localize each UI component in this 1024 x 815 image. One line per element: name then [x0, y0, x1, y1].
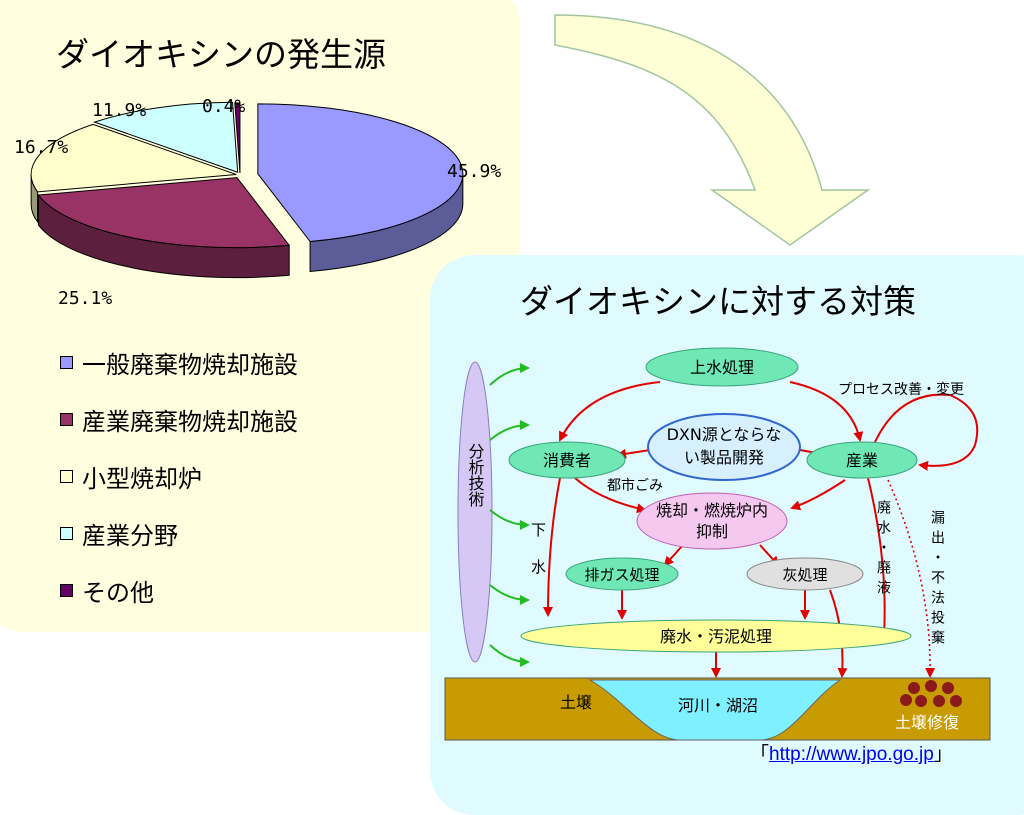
- industry-node: [806, 441, 918, 479]
- process-change-label: プロセス改善・変更: [838, 381, 964, 398]
- pie-label-1: 45.9%: [447, 161, 502, 182]
- water-treatment-node: [645, 347, 799, 387]
- pie-slice: [92, 101, 239, 173]
- wastewater-sludge-label: 廃水・汚泥処理: [660, 627, 772, 646]
- green-arrows: [489, 363, 530, 667]
- dxn-dev-line1: DXN源とならな: [667, 425, 782, 444]
- pie-label-5: 0.4%: [202, 96, 246, 117]
- incineration-node: [636, 492, 788, 550]
- countermeasures-title: ダイオキシンに対する対策: [520, 282, 916, 321]
- incineration-line1: 焼却・燃焼炉内: [656, 501, 768, 520]
- legend-item: 産業廃棄物焼却施設: [60, 391, 298, 448]
- waste-liquid-label: 廃水・廃液: [875, 499, 891, 600]
- consumer-label: 消費者: [543, 451, 591, 470]
- bracket-close: 」: [933, 744, 953, 765]
- ash-node: [746, 557, 864, 591]
- source-url-line: 「http://www.jpo.go.jp」: [750, 739, 953, 766]
- legend-label: 小型焼却炉: [82, 465, 202, 493]
- legend-label: 産業廃棄物焼却施設: [82, 408, 298, 436]
- pie-label-2: 25.1%: [58, 288, 113, 309]
- exhaust-gas-label: 排ガス処理: [584, 566, 659, 584]
- flow-arrow-layer: [554, 14, 871, 246]
- legend-swatch: [60, 470, 73, 483]
- legend-swatch: [60, 527, 73, 540]
- sources-title: ダイオキシンの発生源: [56, 35, 386, 74]
- analysis-tech-ellipse: [457, 361, 493, 663]
- legend-item: 小型焼却炉: [60, 448, 298, 505]
- industry-label: 産業: [846, 451, 878, 470]
- bracket-open: 「: [750, 744, 770, 765]
- illegal-dumping-label: 漏出・不法投棄: [929, 510, 945, 650]
- analysis-tech-label: 分析技術: [466, 443, 485, 508]
- legend-item: 一般廃棄物焼却施設: [60, 334, 298, 391]
- pie-label-4: 11.9%: [92, 100, 147, 121]
- pie-slice: [30, 123, 237, 193]
- incineration-line2: 抑制: [696, 522, 728, 541]
- river-lake-label: 河川・湖沼: [678, 696, 758, 715]
- legend-label: 一般廃棄物焼却施設: [82, 351, 298, 379]
- pie-slice: [234, 102, 241, 174]
- red-arrows: [543, 381, 979, 678]
- wastewater-sludge-node: [520, 619, 912, 653]
- dxn-dev-line2: い製品開発: [684, 448, 764, 467]
- contamination-dots: [900, 680, 962, 707]
- legend-swatch: [60, 584, 73, 597]
- curved-arrow: [554, 14, 871, 246]
- ash-label: 灰処理: [782, 566, 827, 584]
- exhaust-gas-node: [565, 557, 679, 591]
- legend-label: 産業分野: [82, 522, 178, 550]
- countermeasure-diagram: 土壌 河川・湖沼 土壌修復 分析技術: [444, 347, 991, 741]
- dxn-dev-node: [647, 413, 801, 481]
- legend-item: その他: [60, 562, 298, 619]
- soil-label: 土壌: [560, 693, 592, 712]
- legend-label: その他: [82, 579, 154, 607]
- river-basin: [588, 679, 842, 741]
- pie-label-3: 16.7%: [14, 137, 69, 158]
- source-link[interactable]: http://www.jpo.go.jp: [769, 744, 934, 765]
- consumer-node: [508, 441, 626, 479]
- water-treatment-label: 上水処理: [690, 358, 754, 377]
- municipal-waste-label: 都市ごみ: [607, 477, 663, 494]
- dotted-leak-arrow: [887, 479, 936, 678]
- pie-chart: [30, 101, 464, 279]
- pie-slice: [37, 177, 291, 249]
- pie-slice: [257, 103, 464, 243]
- legend-swatch: [60, 356, 73, 369]
- legend-swatch: [60, 413, 73, 426]
- pie-legend: 一般廃棄物焼却施設 産業廃棄物焼却施設 小型焼却炉 産業分野 その他: [60, 334, 298, 619]
- sewage-label: 下水: [529, 522, 547, 596]
- legend-item: 産業分野: [60, 505, 298, 562]
- soil-remediation-label: 土壌修復: [895, 713, 959, 732]
